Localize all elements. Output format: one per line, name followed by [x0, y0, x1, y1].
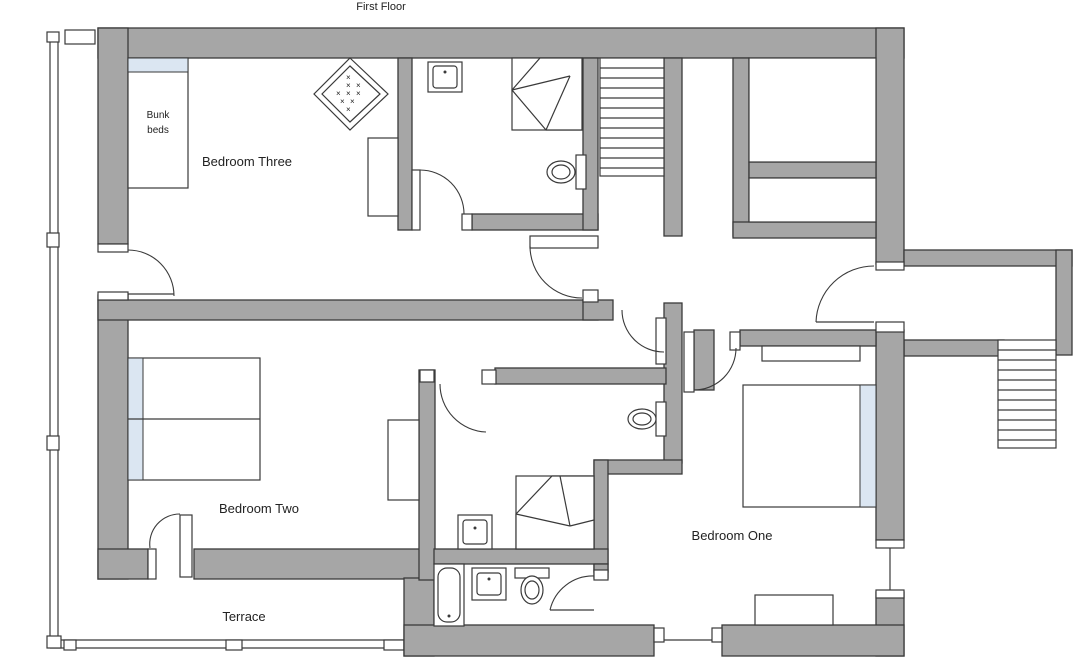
terrace-railing — [46, 29, 405, 651]
room-label-bedroom-three: Bedroom Three — [202, 154, 292, 169]
bunk-beds-label-1: Bunk — [147, 110, 171, 121]
door-jambs — [97, 169, 905, 643]
svg-text:×: × — [356, 81, 361, 90]
svg-text:×: × — [336, 89, 341, 98]
svg-text:×: × — [346, 89, 351, 98]
bedroom-two-wardrobe — [387, 419, 420, 501]
svg-text:×: × — [346, 73, 351, 82]
svg-text:×: × — [340, 97, 345, 106]
svg-text:×: × — [346, 81, 351, 90]
external-staircase — [997, 339, 1057, 449]
bedroom-one-bed — [742, 384, 877, 508]
walls — [97, 27, 1073, 657]
cupboards — [748, 57, 877, 223]
ensuite-two-fixtures — [457, 401, 667, 550]
svg-text:×: × — [356, 89, 361, 98]
ensuite-three-fixtures — [427, 57, 587, 190]
svg-text:×: × — [346, 105, 351, 114]
door-swings — [127, 169, 891, 641]
bedroom-three-chair: × × × × × × × × × — [313, 57, 389, 131]
room-label-bedroom-two: Bedroom Two — [219, 501, 299, 516]
bedroom-one-dresser — [754, 594, 834, 626]
bedroom-two-bed — [127, 357, 261, 481]
room-label-bedroom-one: Bedroom One — [692, 528, 773, 543]
family-bathroom-fixtures — [433, 563, 550, 627]
internal-staircase — [599, 57, 665, 177]
svg-text:×: × — [350, 97, 355, 106]
plan-title: First Floor — [356, 1, 406, 13]
bunk-beds-label-2: beds — [147, 125, 169, 136]
bedroom-one-shelf — [761, 345, 861, 362]
room-label-terrace: Terrace — [222, 609, 265, 624]
bedroom-three-wardrobe — [367, 137, 399, 217]
bunk-beds: Bunk beds — [127, 57, 189, 189]
